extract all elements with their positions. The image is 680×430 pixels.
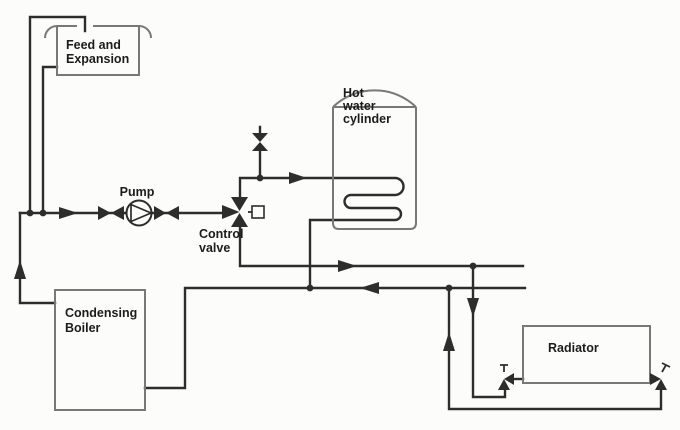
tank-label-line1: Feed and bbox=[66, 38, 121, 52]
junction-dot-radiator-supply bbox=[469, 262, 477, 270]
cylinder-label-line1: Hot bbox=[343, 86, 365, 100]
valve-stem bbox=[661, 362, 671, 373]
isolating-valve-left-icon bbox=[98, 206, 124, 220]
tank-label-line2: Expansion bbox=[66, 52, 129, 66]
flow-arrow-main-right-icon bbox=[59, 207, 78, 219]
junction-dot-coil-return bbox=[306, 284, 314, 292]
control-valve-label-line2: valve bbox=[199, 241, 230, 255]
condensing-boiler-box bbox=[54, 289, 146, 411]
valve-stem bbox=[500, 364, 508, 372]
junction-dot-vent bbox=[26, 209, 34, 217]
vent-pipe bbox=[28, 15, 87, 215]
junction-dot-air-vent bbox=[256, 174, 264, 182]
flow-arrow-cylinder-supply-icon bbox=[289, 172, 307, 184]
radiator-valve-right-icon bbox=[650, 362, 671, 390]
cylinder-label-line2: water bbox=[342, 99, 376, 113]
radiator-valve-left-icon bbox=[498, 364, 514, 390]
radiator-supply-main-pipe bbox=[238, 225, 525, 268]
junction-dot-radiator-return bbox=[445, 284, 453, 292]
control-valve-actuator bbox=[251, 205, 265, 219]
isolating-valve-right-icon bbox=[154, 206, 179, 220]
control-valve-symbol bbox=[222, 197, 265, 227]
junction-dot-feed bbox=[39, 209, 47, 217]
cylinder-dome bbox=[332, 89, 417, 108]
flow-arrow-return-left-icon bbox=[360, 282, 379, 294]
tank-rim-lips bbox=[44, 25, 152, 39]
radiator-feed-drop-pipe bbox=[471, 264, 507, 399]
cylinder-body bbox=[332, 107, 417, 230]
boiler-return-pipe bbox=[143, 286, 527, 390]
boiler-outlet-pipe bbox=[18, 211, 57, 305]
pump-symbol bbox=[125, 199, 154, 227]
flow-arrow-boiler-riser-icon bbox=[14, 260, 26, 279]
cylinder-label-line3: cylinder bbox=[343, 112, 391, 126]
feed-pipe bbox=[41, 65, 59, 215]
radiator-box bbox=[522, 325, 651, 384]
air-vent-valve-icon bbox=[252, 133, 268, 151]
boiler-label-line2: Boiler bbox=[65, 321, 101, 335]
cylinder-supply-and-coil-pipe bbox=[238, 176, 405, 290]
flow-arrow-radiator-supply-icon bbox=[338, 260, 357, 272]
tank-walls bbox=[56, 26, 140, 76]
control-valve-label-line1: Control bbox=[199, 227, 243, 241]
pump-impeller-triangle bbox=[130, 203, 154, 223]
radiator-label: Radiator bbox=[548, 341, 599, 355]
flow-arrow-up-from-radiator-icon bbox=[443, 332, 455, 351]
feed-expansion-tank bbox=[44, 25, 152, 76]
flow-arrow-down-to-radiator-icon bbox=[467, 298, 479, 317]
boiler-label-line1: Condensing bbox=[65, 306, 137, 320]
pump-label: Pump bbox=[120, 185, 155, 199]
hot-water-cylinder bbox=[332, 89, 417, 230]
